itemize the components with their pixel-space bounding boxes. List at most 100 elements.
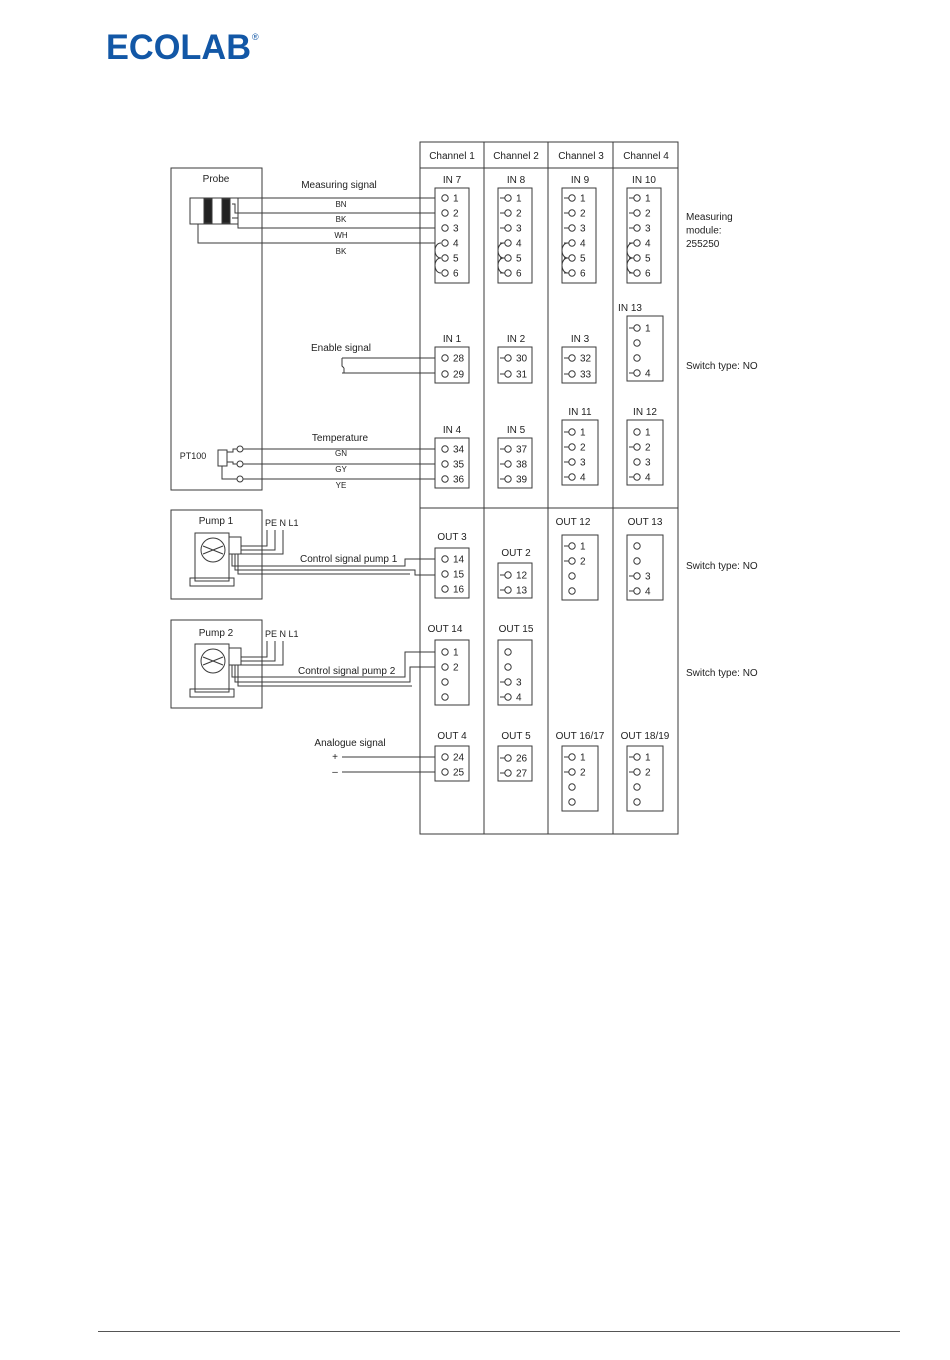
terminal-block-out12	[561, 534, 599, 601]
pt100-terminal-0	[236, 445, 244, 453]
pump1-control-wire-a	[231, 554, 435, 567]
temperature-wire-color-0: GN	[335, 449, 347, 458]
terminal-in5-2	[504, 475, 512, 483]
terminal-number-in10-4: 5	[645, 254, 651, 265]
logo-registered-mark: ®	[252, 32, 259, 42]
pump-impeller	[202, 656, 224, 666]
terminal-number-in8-1: 2	[516, 209, 522, 220]
terminal-out13-2	[633, 572, 641, 580]
terminal-out1617-0	[568, 753, 576, 761]
terminal-block-in9	[561, 187, 597, 284]
terminal-out13-0	[633, 542, 641, 550]
terminal-block-title-in12: IN 12	[633, 407, 657, 418]
terminal-in4-2	[441, 475, 449, 483]
pump-body-2	[194, 643, 230, 693]
terminal-block-title-in10: IN 10	[632, 175, 656, 186]
pump2-control-wire-b	[234, 665, 435, 683]
terminal-number-out3-2: 16	[453, 585, 465, 596]
pump-power-wire	[241, 530, 276, 551]
terminal-in11-1	[568, 443, 576, 451]
probe-electrode-left	[203, 198, 213, 224]
switch-type-label-1: Switch type: NO	[686, 561, 758, 572]
terminal-in13-2	[633, 354, 641, 362]
channel-header-2: Channel 2	[493, 151, 539, 162]
terminal-in5-0	[504, 445, 512, 453]
terminal-number-in1-1: 29	[453, 370, 465, 381]
terminal-number-in12-2: 3	[645, 458, 651, 469]
terminal-block-title-out2: OUT 2	[501, 548, 531, 559]
terminal-bridge	[561, 242, 569, 259]
terminal-block-title-out12: OUT 12	[556, 517, 591, 528]
switch-type-label-2: Switch type: NO	[686, 668, 758, 679]
terminal-number-in11-2: 3	[580, 458, 586, 469]
terminal-number-out12-1: 2	[580, 557, 586, 568]
ecolab-logo: ECOLAB ®	[106, 28, 266, 69]
terminal-out14-3	[441, 693, 449, 701]
terminal-number-in8-4: 5	[516, 254, 522, 265]
terminal-number-in9-0: 1	[580, 194, 586, 205]
terminal-number-in9-3: 4	[580, 239, 586, 250]
terminal-in10-4	[633, 254, 641, 262]
terminal-block-out14	[434, 639, 470, 706]
terminal-in7-1	[441, 209, 449, 217]
terminal-out3-1	[441, 570, 449, 578]
terminal-number-in3-0: 32	[580, 354, 592, 365]
terminal-number-out2-1: 13	[516, 586, 528, 597]
pump2-control-wire-a	[231, 651, 435, 678]
terminal-block-title-in8: IN 8	[507, 175, 526, 186]
terminal-number-in7-5: 6	[453, 269, 459, 280]
terminal-in10-2	[633, 224, 641, 232]
temperature-wire-color-1: GY	[335, 465, 347, 474]
terminal-number-out1617-1: 2	[580, 768, 586, 779]
terminal-number-out15-3: 4	[516, 693, 522, 704]
terminal-number-in9-5: 6	[580, 269, 586, 280]
terminal-bridge	[497, 257, 505, 274]
terminal-block-title-in5: IN 5	[507, 425, 526, 436]
pump-power-wire	[241, 530, 284, 555]
terminal-out2-1	[504, 586, 512, 594]
temperature-wire-gy	[227, 461, 435, 465]
terminal-number-out14-1: 2	[453, 663, 459, 674]
terminal-out5-0	[504, 754, 512, 762]
terminal-number-out1819-0: 1	[645, 753, 651, 764]
terminal-in5-1	[504, 460, 512, 468]
terminal-number-out4-1: 25	[453, 768, 465, 779]
terminal-number-in8-2: 3	[516, 224, 522, 235]
terminal-number-out15-2: 3	[516, 678, 522, 689]
analogue-plus-label: +	[332, 752, 338, 763]
terminal-block-in2	[497, 346, 533, 384]
terminal-bridge	[626, 257, 634, 274]
probe-label: Probe	[203, 174, 230, 185]
terminal-out4-1	[441, 768, 449, 776]
terminal-in10-5	[633, 269, 641, 277]
terminal-in12-1	[633, 443, 641, 451]
pump1-control-wire-c	[237, 554, 410, 575]
terminal-block-in12	[626, 419, 664, 486]
terminal-block-title-out3: OUT 3	[437, 532, 467, 543]
terminal-block-title-in11: IN 11	[568, 407, 592, 418]
temperature-label: Temperature	[312, 433, 369, 444]
terminal-out4-0	[441, 753, 449, 761]
terminal-number-in10-2: 3	[645, 224, 651, 235]
terminal-number-in9-1: 2	[580, 209, 586, 220]
terminal-number-in7-2: 3	[453, 224, 459, 235]
terminal-number-in7-1: 2	[453, 209, 459, 220]
terminal-out5-1	[504, 769, 512, 777]
temperature-wire-ye	[221, 466, 435, 480]
terminal-in8-3	[504, 239, 512, 247]
terminal-out14-1	[441, 663, 449, 671]
terminal-in12-0	[633, 428, 641, 436]
terminal-in9-4	[568, 254, 576, 262]
terminal-number-in7-3: 4	[453, 239, 459, 250]
terminal-out1819-2	[633, 783, 641, 791]
terminal-out15-0	[504, 648, 512, 656]
terminal-block-title-out13: OUT 13	[628, 517, 663, 528]
terminal-out12-0	[568, 542, 576, 550]
terminal-number-out2-0: 12	[516, 571, 528, 582]
terminal-in4-0	[441, 445, 449, 453]
terminal-out13-3	[633, 587, 641, 595]
terminal-block-title-in4: IN 4	[443, 425, 462, 436]
terminal-bridge	[434, 242, 442, 259]
terminal-in1-1	[441, 370, 449, 378]
terminal-number-out5-1: 27	[516, 769, 528, 780]
